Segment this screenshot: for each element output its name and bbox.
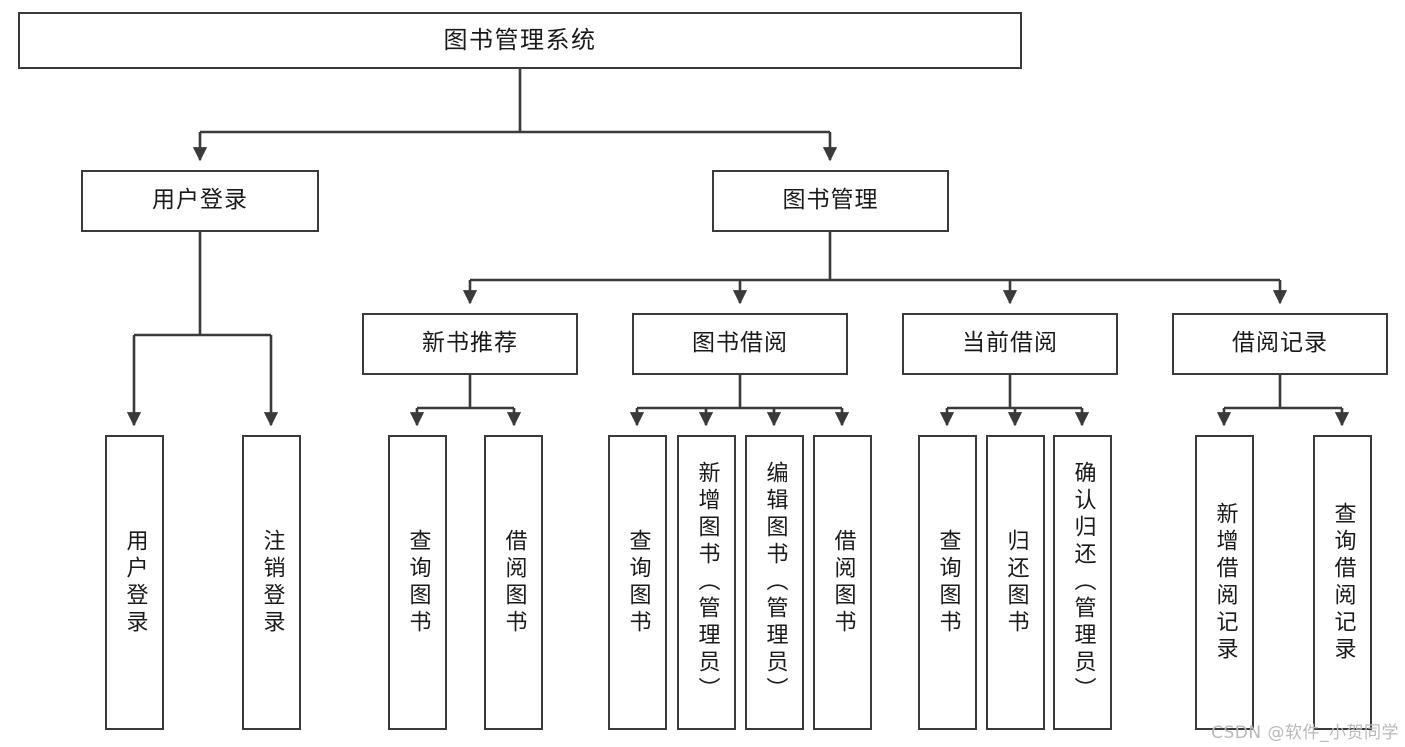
node-root-system[interactable]: 图书管理系统	[18, 12, 1022, 69]
node-label: 当前借阅	[962, 330, 1058, 357]
leaf-borrow-book[interactable]: 借阅图书	[813, 435, 872, 730]
node-label: 用户登录	[122, 528, 148, 637]
node-label: 查询图书	[935, 528, 961, 637]
node-label: 查询图书	[405, 528, 431, 637]
node-label: 图书管理系统	[443, 26, 597, 55]
leaf-confirm-return-admin[interactable]: 确认归还（管理员）	[1053, 435, 1112, 730]
leaf-user-login[interactable]: 用户登录	[105, 435, 164, 730]
node-new-book-recommend[interactable]: 新书推荐	[362, 313, 578, 375]
node-label: 新增借阅记录	[1212, 501, 1238, 664]
node-current-borrow[interactable]: 当前借阅	[902, 313, 1118, 375]
node-book-borrow[interactable]: 图书借阅	[632, 313, 848, 375]
leaf-return-book[interactable]: 归还图书	[986, 435, 1045, 730]
node-label: 新增图书（管理员）	[694, 461, 720, 704]
node-label: 用户登录	[152, 187, 248, 214]
leaf-edit-book-admin[interactable]: 编辑图书（管理员）	[745, 435, 804, 730]
node-label: 查询图书	[625, 528, 651, 637]
node-label: 借阅图书	[830, 528, 856, 637]
node-label: 图书管理	[782, 187, 879, 214]
node-label: 确认归还（管理员）	[1070, 461, 1096, 704]
node-book-management[interactable]: 图书管理	[712, 170, 949, 232]
node-label: 借阅图书	[501, 528, 527, 637]
leaf-borrow-book-recommend[interactable]: 借阅图书	[484, 435, 543, 730]
leaf-logout-login[interactable]: 注销登录	[242, 435, 301, 730]
node-label: 图书借阅	[692, 330, 788, 357]
leaf-query-borrow-record[interactable]: 查询借阅记录	[1313, 435, 1372, 730]
node-label: 归还图书	[1003, 528, 1029, 637]
leaf-query-book-current[interactable]: 查询图书	[918, 435, 977, 730]
node-borrow-record[interactable]: 借阅记录	[1172, 313, 1388, 375]
node-label: 查询借阅记录	[1330, 501, 1356, 664]
node-label: 新书推荐	[422, 330, 518, 357]
leaf-query-book-borrow[interactable]: 查询图书	[608, 435, 667, 730]
node-label: 借阅记录	[1232, 330, 1328, 357]
leaf-query-book-recommend[interactable]: 查询图书	[388, 435, 447, 730]
node-label: 编辑图书（管理员）	[762, 461, 788, 704]
node-label: 注销登录	[259, 528, 285, 637]
leaf-add-book-admin[interactable]: 新增图书（管理员）	[677, 435, 736, 730]
leaf-add-borrow-record[interactable]: 新增借阅记录	[1195, 435, 1254, 730]
node-user-login[interactable]: 用户登录	[81, 170, 319, 232]
csdn-watermark: CSDN @软件_小贺同学	[1211, 723, 1399, 743]
